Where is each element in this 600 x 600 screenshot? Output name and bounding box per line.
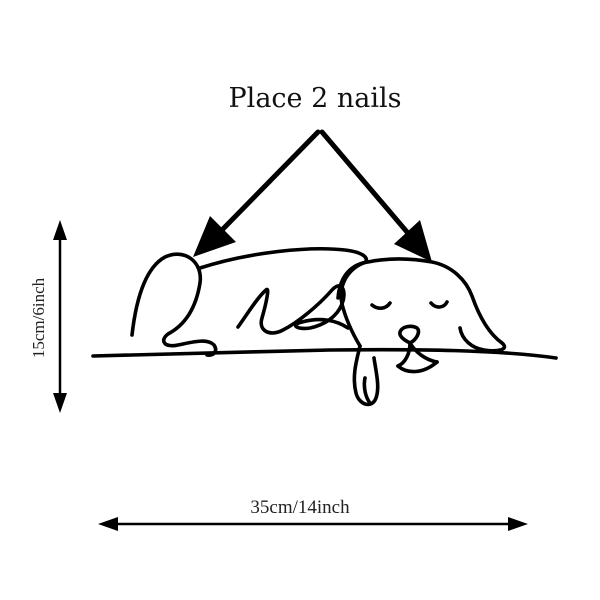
sleeping-dog-line-art <box>91 247 558 407</box>
dog-nose <box>398 324 421 345</box>
dog-head <box>336 257 507 353</box>
dog-front-leg <box>236 284 350 335</box>
width-dimension-label: 35cm/14inch <box>250 497 350 518</box>
dog-muzzle <box>352 344 380 407</box>
nail-arrow-right <box>319 129 432 262</box>
dog-eye-left <box>370 301 392 310</box>
height-dimension-arrow <box>53 220 67 413</box>
dog-ear <box>339 260 368 348</box>
dog-chin <box>396 360 439 374</box>
dog-paw-lines <box>362 376 372 405</box>
dog-eye-right <box>429 300 449 309</box>
height-dimension-label: 15cm/6inch <box>29 277 48 359</box>
width-dimension-arrow <box>98 517 528 531</box>
nail-arrow-left <box>193 129 321 257</box>
dog-mouth <box>396 341 439 368</box>
page-title: Place 2 nails <box>228 83 402 114</box>
dog-haunch <box>130 252 218 357</box>
dog-back <box>198 247 369 270</box>
